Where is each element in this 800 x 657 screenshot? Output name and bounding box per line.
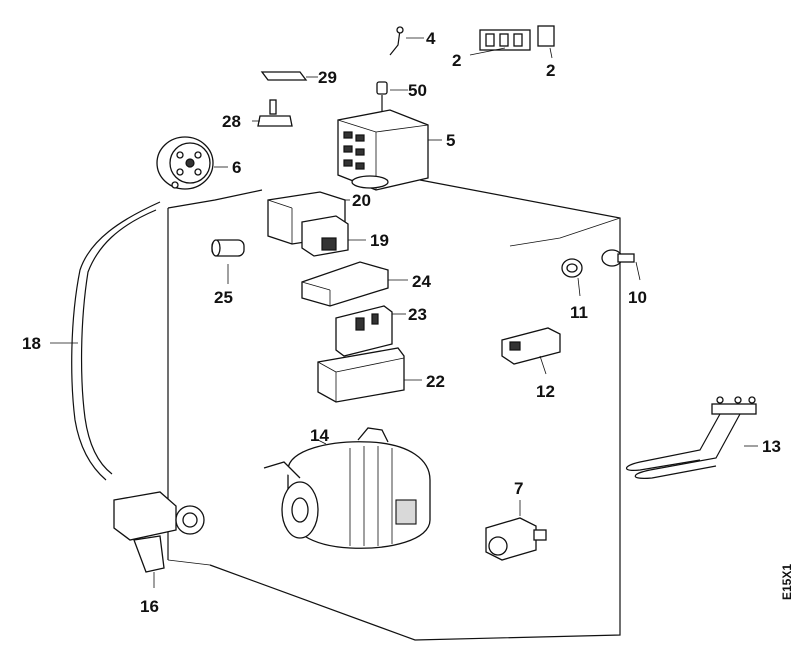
hose-part [50,201,161,481]
programmer-timer-part [337,95,442,191]
heating-element-part [625,396,758,479]
door-interlock-part [501,327,561,375]
drawing-code: E15X1 [780,564,794,600]
callout-11: 11 [570,303,588,322]
callout-29: 29 [318,68,337,87]
callout-13: 13 [762,437,781,456]
callout-6: 6 [232,158,241,177]
suppressor-part [301,215,366,257]
callout-18: 18 [22,334,41,353]
pressure-switch-part [252,99,293,127]
callout-20: 20 [352,191,371,210]
callout-14: 14 [310,426,329,445]
callout-28: 28 [222,112,241,131]
drain-pump-part [113,491,205,588]
knob-part [376,81,408,95]
callout-50: 50 [408,81,427,100]
callout-16: 16 [140,597,159,616]
circuit-board-part [335,305,406,357]
solenoid-valve-part [485,500,547,561]
thermostat-part [601,249,641,281]
callout-2a: 2 [452,51,461,70]
callout-5: 5 [446,131,455,150]
main-motor-part [263,427,431,549]
callout-4: 4 [426,29,436,48]
callout-24: 24 [412,272,431,291]
cover-part [301,261,408,307]
drum-motor-part [156,136,228,190]
callout-19: 19 [370,231,389,250]
terminal-block-part [469,25,555,59]
sensor-wire-part [389,26,424,56]
callout-23: 23 [408,305,427,324]
callout-22: 22 [426,372,445,391]
callout-labels: 2 2 4 29 50 28 5 6 20 19 24 25 23 22 11 … [22,29,781,616]
callout-10: 10 [628,288,647,307]
callout-25: 25 [214,288,233,307]
clip-part [260,71,318,81]
callout-7: 7 [514,479,523,498]
programmer-contacts [343,131,365,170]
module-housing-part [317,347,422,403]
capacitor-part [211,239,245,284]
callout-12: 12 [536,382,555,401]
callout-2b: 2 [546,61,555,80]
ring-part [561,258,583,297]
